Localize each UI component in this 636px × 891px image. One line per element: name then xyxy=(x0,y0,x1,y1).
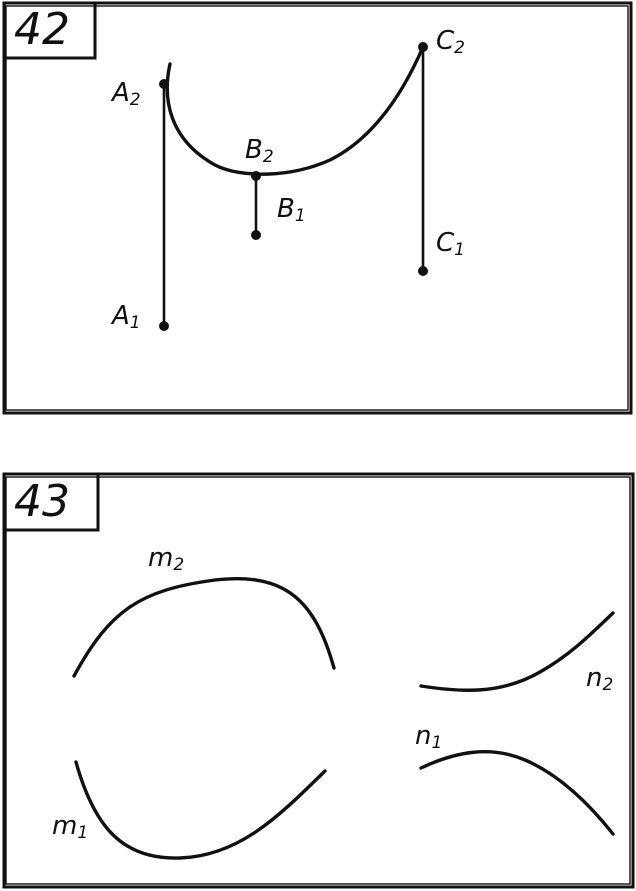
panel-42-number-box xyxy=(2,1,97,60)
label-c2: C2 xyxy=(436,26,465,58)
label-b1: B1 xyxy=(277,194,306,226)
curve-m1 xyxy=(74,760,327,860)
point-c1 xyxy=(418,266,428,276)
label-n1: n1 xyxy=(415,721,442,753)
curve-n1 xyxy=(419,750,615,836)
point-b2 xyxy=(251,171,261,181)
panel-43: 43 m2 m1 n2 n1 xyxy=(2,472,635,889)
label-m2: m2 xyxy=(148,543,184,575)
label-c1: C1 xyxy=(436,228,465,260)
curve-abc-frontal-projection xyxy=(165,45,425,176)
point-a1 xyxy=(159,321,169,331)
panel-42-frame xyxy=(2,1,633,415)
panel-43-frame xyxy=(2,472,635,889)
panel-42-number: 42 xyxy=(14,4,70,55)
label-a2: A2 xyxy=(110,78,141,110)
panel-42-inner-border xyxy=(5,5,629,411)
point-b1 xyxy=(251,230,261,240)
label-b2: B2 xyxy=(245,135,274,167)
label-n2: n2 xyxy=(586,663,613,695)
curve-m2 xyxy=(72,577,336,678)
curve-n2 xyxy=(419,611,615,692)
label-m1: m1 xyxy=(52,811,88,843)
panel-43-inner-border xyxy=(5,476,631,885)
point-a2 xyxy=(159,79,169,89)
panel-43-number-box xyxy=(2,472,100,532)
panel-42: 42 A2 A1 B2 B1 C2 C1 xyxy=(2,1,633,415)
label-a1: A1 xyxy=(110,301,141,333)
panel-43-number: 43 xyxy=(14,476,70,527)
point-c2 xyxy=(418,42,428,52)
